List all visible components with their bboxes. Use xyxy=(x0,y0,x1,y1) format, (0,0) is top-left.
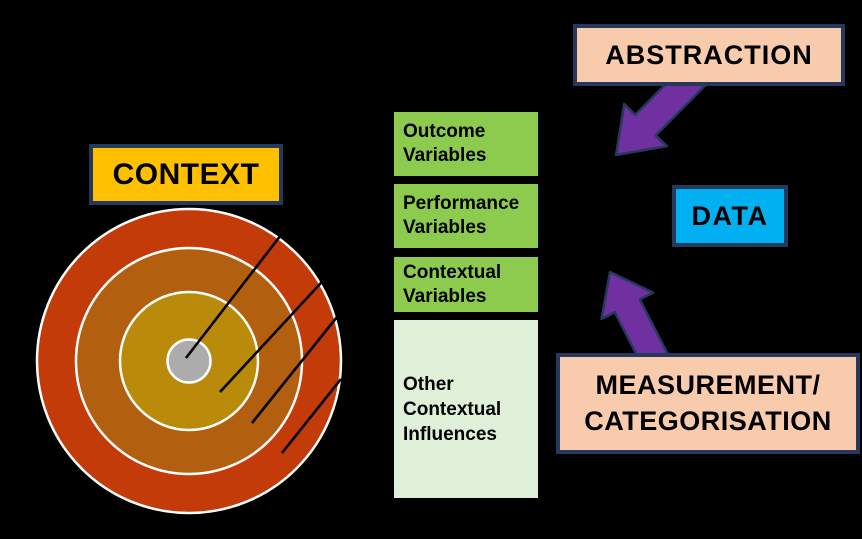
measurement-label-line2: CATEGORISATION xyxy=(584,405,832,436)
abstraction-label: ABSTRACTION xyxy=(573,24,845,86)
ring-center xyxy=(166,338,212,384)
data-label-text: DATA xyxy=(691,200,769,231)
pointer-line-outer xyxy=(280,378,343,454)
outcome-variables-box: Outcome Variables xyxy=(391,109,541,179)
contextual-variables-label: Contextual Variables xyxy=(403,261,502,307)
data-label: DATA xyxy=(672,185,788,247)
outcome-variables-label: Outcome Variables xyxy=(403,121,487,166)
pointer-line-center xyxy=(184,234,283,359)
other-contextual-influences-label: Other Contextual Influences xyxy=(403,373,502,445)
context-rings xyxy=(35,207,343,515)
measurement-label-line1: MEASUREMENT/ xyxy=(595,370,821,401)
performance-variables-label: Performance Variables xyxy=(403,193,520,238)
context-label: CONTEXT xyxy=(89,144,283,205)
performance-variables-box: Performance Variables xyxy=(391,181,541,251)
context-label-text: CONTEXT xyxy=(112,157,260,191)
other-contextual-influences-box: Other Contextual Influences xyxy=(391,317,541,501)
measurement-categorisation-label: MEASUREMENT/ CATEGORISATION xyxy=(556,353,860,454)
pointer-line-middle xyxy=(250,316,339,424)
pointer-lines xyxy=(184,234,343,454)
abstraction-label-text: ABSTRACTION xyxy=(605,39,813,70)
pointer-line-inner xyxy=(219,270,333,393)
contextual-variables-box: Contextual Variables xyxy=(391,254,541,315)
